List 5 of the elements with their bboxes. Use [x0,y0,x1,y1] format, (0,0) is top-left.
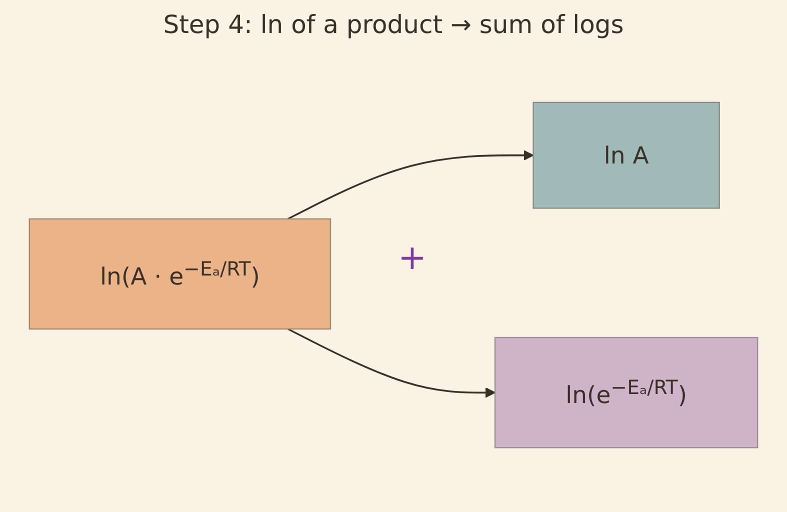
formula-text: ln(e$^{−Eₐ/RT}$) [566,375,688,411]
plus-sign: + [398,238,426,278]
diagram-title: Step 4: ln of a product → sum of logs [162,10,625,39]
formula-text: ln A [604,140,649,172]
formula-text: ln(A · e$^{−Eₐ/RT}$) [100,256,260,292]
